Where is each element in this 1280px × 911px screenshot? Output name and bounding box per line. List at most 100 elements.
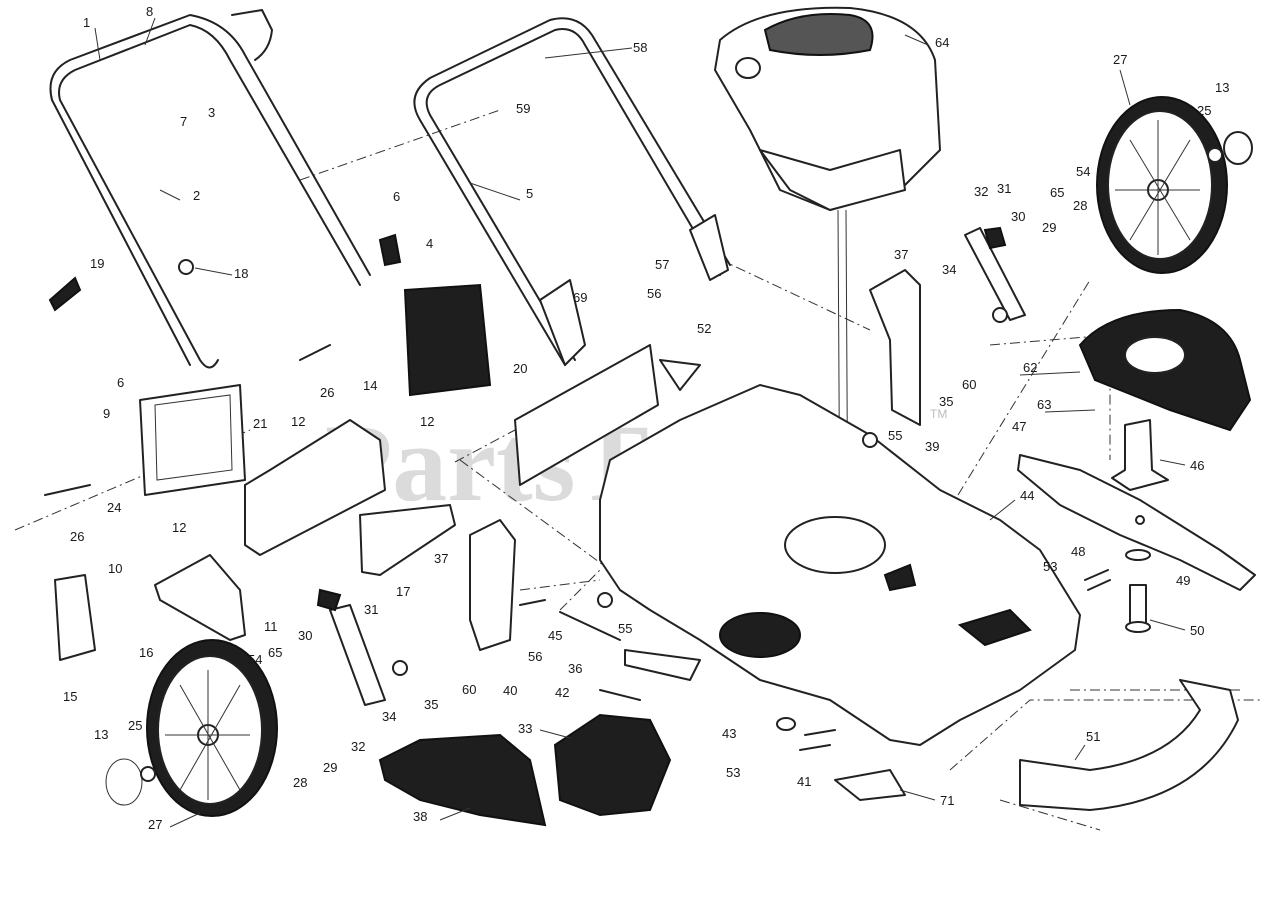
callout-label: 27 [148,817,162,832]
callout-label: 65 [268,645,282,660]
upper-handle [413,17,731,366]
callout-label: 32 [974,184,988,199]
callout-label: 25 [128,718,142,733]
callout-label: 46 [1190,458,1204,473]
callout-label: 25 [1197,103,1211,118]
callout-label: 21 [253,416,267,431]
callout-label: 6 [117,375,124,390]
callout-label: 49 [1176,573,1190,588]
callout-label: 50 [1190,623,1204,638]
callout-label: 19 [90,256,104,271]
callout-label: 29 [323,760,337,775]
callout-label: 55 [618,621,632,636]
callout-label: 56 [647,286,661,301]
callout-label: 37 [434,551,448,566]
callout-label: 3 [208,105,215,120]
blade-bolt [1125,549,1151,633]
callout-label: 55 [888,428,902,443]
callout-label: 7 [180,114,187,129]
callout-label: 62 [1023,360,1037,375]
callout-label: 41 [797,774,811,789]
callout-label: 10 [108,561,122,576]
callout-label: 69 [573,290,587,305]
callout-label: 47 [1012,419,1026,434]
callout-label: 18 [234,266,248,281]
callout-label: 30 [298,628,312,643]
callout-label: 54 [1076,164,1090,179]
right-wheel [1096,96,1253,274]
blade-adapter [1111,419,1169,491]
callout-label: 12 [172,520,186,535]
callout-label: 52 [697,321,711,336]
mulch-panels [139,283,701,496]
callout-label: 37 [894,247,908,262]
callout-label: 59 [516,101,530,116]
callout-label: 36 [568,661,582,676]
callout-label: 58 [633,40,647,55]
blade [1017,454,1256,591]
callout-label: 44 [1020,488,1034,503]
callout-label: 8 [146,4,153,19]
callout-label: 33 [518,721,532,736]
callout-label: 63 [1037,397,1051,412]
callout-label: 35 [939,394,953,409]
left-wheel [105,639,278,817]
callout-label: 34 [382,709,396,724]
callout-label: 40 [503,683,517,698]
callout-label: 60 [962,377,976,392]
callout-label: 14 [363,378,377,393]
callout-label: 11 [264,619,278,634]
callout-label: 38 [413,809,427,824]
callout-label: 45 [548,628,562,643]
callout-label: 34 [942,262,956,277]
callout-label: 42 [555,685,569,700]
lower-handle [49,9,371,369]
callout-label: 31 [997,181,1011,196]
callout-label: 26 [320,385,334,400]
callout-label: 32 [351,739,365,754]
callout-label: 27 [1113,52,1127,67]
leader-lines [94,17,1186,828]
callout-label: 1 [83,15,90,30]
callout-label: 30 [1011,209,1025,224]
callout-label: 51 [1086,729,1100,744]
callout-label: 53 [1043,559,1057,574]
hardware [44,226,1111,751]
mower-deck [599,384,1081,746]
callout-label: 15 [63,689,77,704]
callout-label: 53 [726,765,740,780]
callout-label: 60 [462,682,476,697]
callout-label: 39 [925,439,939,454]
callout-label: 29 [1042,220,1056,235]
callout-label: 57 [655,257,669,272]
callout-label: 12 [420,414,434,429]
rear-flaps [378,713,672,827]
chute [1019,679,1239,811]
callout-label: 13 [1215,80,1229,95]
callout-label: 12 [291,414,305,429]
callout-label: 28 [293,775,307,790]
callout-label: 65 [1050,185,1064,200]
callout-label: 5 [526,186,533,201]
callout-label: 31 [364,602,378,617]
watermark-trademark: TM [930,407,947,421]
callout-label: 35 [424,697,438,712]
callout-label: 6 [393,189,400,204]
callout-label: 17 [396,584,410,599]
callouts: 1 8 7 3 2 18 19 6 9 24 21 26 26 58 59 5 … [63,4,1229,832]
callout-label: 13 [94,727,108,742]
callout-label: 2 [193,188,200,203]
callout-label: 54 [248,652,262,667]
brackets [54,227,1026,801]
engine [714,6,941,561]
callout-label: 20 [513,361,527,376]
callout-label: 24 [107,500,121,515]
callout-label: 26 [70,529,84,544]
callout-label: 56 [528,649,542,664]
callout-label: 9 [103,406,110,421]
callout-label: 43 [722,726,736,741]
callout-label: 48 [1071,544,1085,559]
callout-label: 16 [139,645,153,660]
baffle [1078,308,1252,432]
